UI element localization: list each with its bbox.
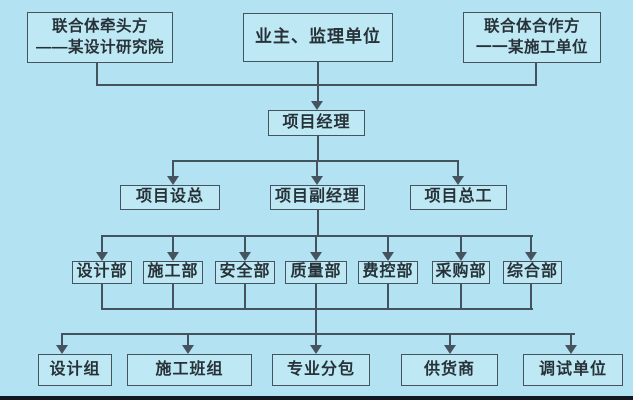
connector-vline — [317, 210, 319, 236]
node-team-construction-crew: 施工班组 — [127, 354, 252, 386]
node-team-design-group: 设计组 — [38, 354, 112, 386]
node-team-subcontractor-label: 专业分包 — [286, 360, 355, 378]
node-dept-procurement: 采购部 — [432, 261, 490, 284]
connector-hline — [61, 333, 575, 335]
down-arrowhead-icon — [239, 252, 251, 261]
node-dept-safety: 安全部 — [215, 261, 275, 284]
connector-vline — [317, 62, 319, 102]
node-project-manager-label: 项目经理 — [282, 113, 351, 131]
connector-vline — [387, 235, 389, 253]
connector-vline — [96, 63, 98, 85]
down-arrowhead-icon — [311, 101, 323, 110]
down-arrowhead-icon — [310, 252, 322, 261]
node-dept-safety-label: 安全部 — [219, 263, 271, 281]
down-arrowhead-icon — [96, 252, 108, 261]
node-dept-design-label: 设计部 — [76, 263, 128, 281]
node-partner-line1: 联合体合作方 — [483, 18, 580, 36]
node-team-design-group-label: 设计组 — [49, 360, 101, 378]
down-arrowhead-icon — [182, 345, 194, 354]
connector-vline — [387, 284, 389, 309]
node-dept-quality: 质量部 — [285, 261, 347, 284]
connector-hline — [101, 308, 533, 310]
down-arrowhead-icon — [56, 345, 68, 354]
down-arrowhead-icon — [452, 176, 464, 185]
node-team-commissioning-unit: 调试单位 — [523, 354, 623, 386]
node-team-commissioning-unit-label: 调试单位 — [538, 360, 607, 378]
node-owner-supervisor: 业主、监理单位 — [243, 13, 393, 62]
down-arrowhead-icon — [311, 176, 323, 185]
down-arrowhead-icon — [565, 345, 577, 354]
connector-vline — [316, 160, 318, 178]
node-deputy-manager: 项目副经理 — [270, 185, 365, 210]
node-team-construction-crew-label: 施工班组 — [155, 360, 224, 378]
node-team-subcontractor: 专业分包 — [272, 354, 370, 386]
connector-vline — [172, 284, 174, 309]
connector-hline — [172, 160, 459, 162]
down-arrowhead-icon — [310, 345, 322, 354]
node-dept-quality-label: 质量部 — [290, 263, 342, 281]
connector-vline — [244, 284, 246, 309]
connector-vline — [570, 333, 572, 346]
connector-vline — [315, 284, 317, 309]
node-deputy-manager-label: 项目副经理 — [274, 188, 360, 206]
connector-vline — [460, 284, 462, 309]
connector-vline — [244, 235, 246, 253]
connector-vline — [172, 235, 174, 253]
node-lead-party-line1: 联合体牵头方 — [51, 18, 148, 36]
node-dept-general: 综合部 — [503, 261, 562, 284]
connector-vline — [101, 235, 103, 253]
connector-vline — [317, 136, 319, 161]
node-dept-cost-control-label: 费控部 — [362, 263, 414, 281]
connector-vline — [535, 63, 537, 85]
node-chief-engineer-label: 项目总工 — [424, 188, 493, 206]
connector-vline — [101, 284, 103, 309]
connector-vline — [449, 333, 451, 346]
connector-vline — [315, 333, 317, 346]
connector-vline — [530, 235, 532, 253]
node-partner: 联合体合作方 一一某施工单位 — [463, 12, 601, 63]
connector-vline — [315, 308, 317, 334]
bottom-edge-bar — [0, 396, 633, 400]
node-project-manager: 项目经理 — [268, 110, 365, 136]
node-partner-line2: 一一某施工单位 — [475, 38, 588, 56]
node-design-director-label: 项目设总 — [135, 188, 204, 206]
down-arrowhead-icon — [382, 252, 394, 261]
node-dept-construction-label: 施工部 — [147, 263, 199, 281]
connector-hline — [96, 84, 537, 86]
node-dept-construction: 施工部 — [143, 261, 203, 284]
node-dept-cost-control: 费控部 — [358, 261, 418, 284]
node-dept-design: 设计部 — [72, 261, 132, 284]
connector-vline — [457, 160, 459, 178]
node-team-supplier: 供货商 — [401, 354, 498, 386]
down-arrowhead-icon — [455, 252, 467, 261]
connector-vline — [61, 333, 63, 346]
down-arrowhead-icon — [444, 345, 456, 354]
node-chief-engineer: 项目总工 — [410, 185, 507, 210]
connector-vline — [530, 284, 532, 309]
node-design-director: 项目设总 — [120, 185, 220, 210]
connector-vline — [187, 333, 189, 346]
connector-vline — [172, 160, 174, 178]
node-dept-general-label: 综合部 — [506, 263, 558, 281]
node-owner-supervisor-label: 业主、监理单位 — [255, 27, 381, 47]
connector-vline — [460, 235, 462, 253]
node-lead-party-line2: ——某设计研究院 — [35, 38, 164, 56]
node-team-supplier-label: 供货商 — [423, 360, 475, 378]
node-dept-procurement-label: 采购部 — [435, 263, 487, 281]
down-arrowhead-icon — [525, 252, 537, 261]
down-arrowhead-icon — [167, 252, 179, 261]
down-arrowhead-icon — [167, 176, 179, 185]
node-lead-party: 联合体牵头方 ——某设计研究院 — [27, 12, 173, 63]
connector-hline — [101, 235, 533, 237]
connector-vline — [315, 235, 317, 253]
